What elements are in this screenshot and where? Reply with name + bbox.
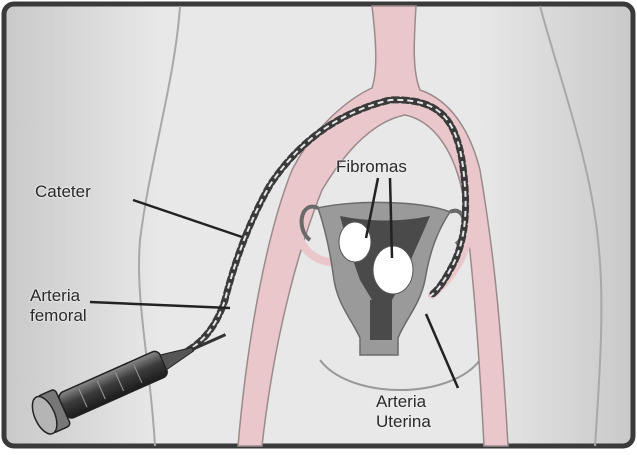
label-catheter: Cateter [35, 182, 91, 202]
label-uterine-artery-line2: Uterina [376, 412, 431, 432]
label-femoral-artery-line1: Arteria [30, 286, 80, 306]
label-fibroids: Fibromas [336, 157, 407, 177]
fibroid-left [339, 222, 371, 262]
label-uterine-artery-line1: Arteria [376, 392, 426, 412]
label-femoral-artery-line2: femoral [30, 306, 87, 326]
